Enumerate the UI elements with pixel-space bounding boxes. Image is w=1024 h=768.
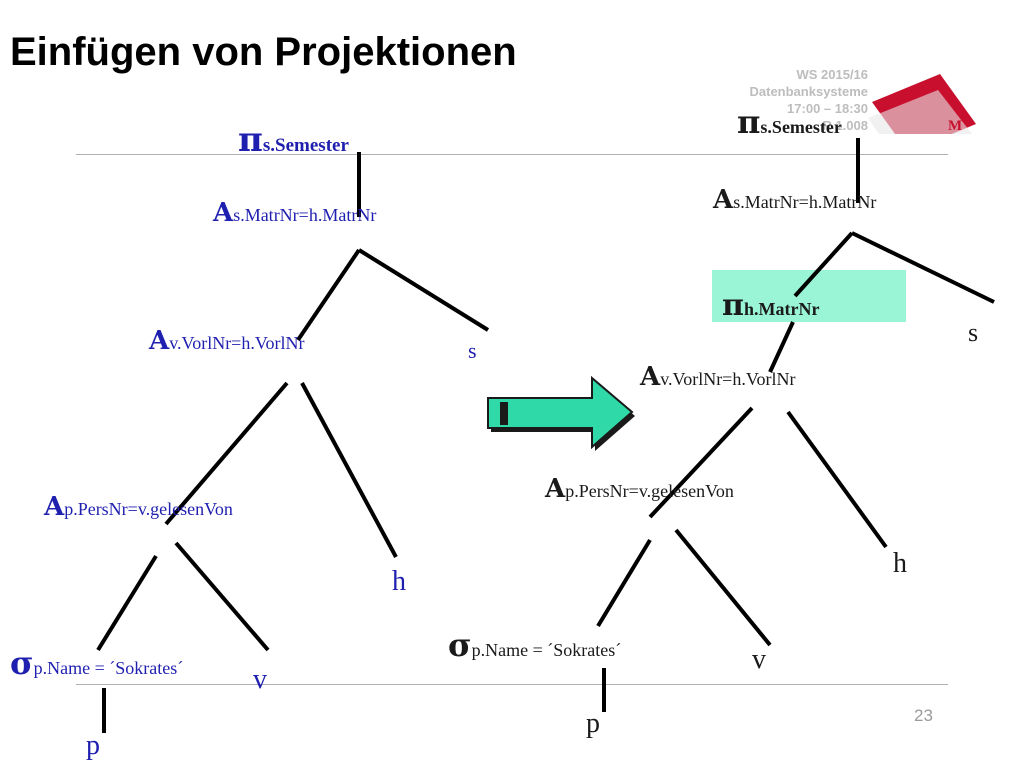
- join-symbol: A: [640, 362, 661, 392]
- right-selection-node: σp.Name = ´Sokrates´: [448, 626, 621, 664]
- page-number: 23: [914, 706, 933, 725]
- right-selection-cond: p.Name = ´Sokrates´: [471, 640, 622, 660]
- course-time: 17:00 – 18:30: [787, 101, 868, 116]
- left-edge-join3-sel: [96, 554, 158, 652]
- right-edge-join3-sel: [596, 538, 652, 628]
- right-edge-join1-proj2: [793, 231, 854, 298]
- right-join-matrnr-cond: s.MatrNr=h.MatrNr: [733, 192, 877, 212]
- right-projection-matrnr-attr: h.MatrNr: [743, 299, 820, 319]
- right-edge-join2-h: [786, 410, 888, 549]
- join-symbol: A: [44, 492, 65, 522]
- left-edge-join2-h: [300, 382, 398, 558]
- left-join-vorlnr-cond: v.VorlNr=h.VorlNr: [169, 333, 305, 353]
- pi-symbol: π: [238, 120, 263, 160]
- right-edge-proj2-join2: [768, 321, 795, 373]
- right-edge-join1-s: [851, 231, 995, 304]
- pi-symbol: π: [722, 288, 744, 323]
- left-edge-join3-v: [174, 541, 270, 652]
- slide-title: Einfügen von Projektionen: [10, 30, 517, 74]
- left-leaf-v: v: [253, 664, 267, 695]
- right-join-persnr-cond: p.PersNr=v.gelesenVon: [565, 481, 734, 501]
- left-selection-node: σp.Name = ´Sokrates´: [10, 644, 183, 682]
- course-semester: WS 2015/16: [796, 67, 868, 82]
- logo-letter: M: [948, 118, 963, 134]
- left-edge-join1-s: [357, 248, 490, 332]
- right-leaf-h: h: [893, 548, 907, 579]
- left-leaf-h: h: [392, 566, 406, 597]
- left-join-vorlnr-node: Av.VorlNr=h.VorlNr: [149, 326, 305, 356]
- right-join-matrnr-node: As.MatrNr=h.MatrNr: [713, 185, 876, 215]
- left-edge-join1-join2: [296, 248, 361, 342]
- left-leaf-p: p: [86, 730, 100, 761]
- course-room: R 1.008: [822, 118, 868, 133]
- join-symbol: A: [213, 198, 234, 228]
- right-join-vorlnr-node: Av.VorlNr=h.VorlNr: [640, 362, 796, 392]
- right-edge-join2-join3: [648, 406, 754, 519]
- left-join-persnr-cond: p.PersNr=v.gelesenVon: [64, 499, 233, 519]
- left-leaf-s: s: [468, 338, 477, 363]
- right-leaf-p: p: [586, 708, 600, 739]
- pi-symbol: π: [737, 103, 761, 141]
- join-symbol: A: [149, 326, 170, 356]
- right-leaf-s: s: [968, 318, 979, 347]
- join-symbol: A: [545, 474, 566, 504]
- university-logo: [868, 72, 988, 134]
- left-join-matrnr-cond: s.MatrNr=h.MatrNr: [233, 205, 377, 225]
- right-edge-join3-v: [674, 528, 772, 647]
- transform-arrow: [487, 375, 635, 451]
- right-join-vorlnr-cond: v.VorlNr=h.VorlNr: [660, 369, 796, 389]
- course-info: WS 2015/16 Datenbanksysteme 17:00 – 18:3…: [750, 66, 869, 134]
- left-projection-attr: s.Semester: [262, 135, 349, 156]
- left-edge-join2-join3: [164, 381, 289, 526]
- bottom-rule: [76, 684, 948, 685]
- join-symbol: A: [713, 185, 734, 215]
- right-projection-matrnr-node: πh.MatrNr: [722, 288, 819, 323]
- top-rule: [76, 154, 948, 155]
- left-selection-cond: p.Name = ´Sokrates´: [33, 658, 184, 678]
- course-name: Datenbanksysteme: [749, 84, 869, 99]
- left-projection-node: πs.Semester: [238, 120, 349, 160]
- sigma-symbol: σ: [10, 644, 34, 682]
- right-projection-attr: s.Semester: [760, 117, 842, 137]
- right-join-persnr-node: Ap.PersNr=v.gelesenVon: [545, 474, 734, 504]
- right-projection-node: πs.Semester: [737, 103, 842, 141]
- right-leaf-v: v: [752, 644, 766, 675]
- left-join-matrnr-node: As.MatrNr=h.MatrNr: [213, 198, 376, 228]
- left-join-persnr-node: Ap.PersNr=v.gelesenVon: [44, 492, 233, 522]
- sigma-symbol: σ: [448, 626, 472, 664]
